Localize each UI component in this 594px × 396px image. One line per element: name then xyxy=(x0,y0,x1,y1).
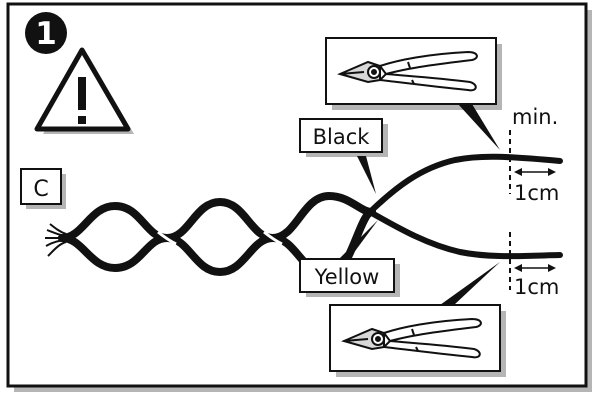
strip-length-bottom: 1cm xyxy=(514,275,559,299)
yellow-label-pointer xyxy=(340,220,378,258)
cutter-top-pointer xyxy=(458,104,500,150)
yellow-wire xyxy=(367,209,563,260)
min-label: min. xyxy=(512,105,558,129)
cutter-bottom-pointer xyxy=(440,262,500,305)
black-label-pointer xyxy=(357,156,376,194)
twist-crossings xyxy=(157,230,283,246)
strip-length-top: 1cm xyxy=(514,181,559,205)
cutter-box-top xyxy=(325,37,502,110)
connector-label: C xyxy=(20,168,66,209)
step-badge: 1 xyxy=(25,12,67,54)
wire-cutter-icon xyxy=(341,317,482,359)
strip-length-arrow-bottom xyxy=(514,264,556,272)
warning-triangle-icon xyxy=(34,47,134,134)
connector-label-text: C xyxy=(33,177,48,202)
yellow-wire-label-text: Yellow xyxy=(314,265,380,289)
cutter-box-bottom xyxy=(329,304,506,377)
black-wire-label-text: Black xyxy=(313,125,371,149)
black-wire-label: Black xyxy=(299,118,388,157)
black-wire xyxy=(367,153,563,215)
yellow-wire-label: Yellow xyxy=(299,258,400,297)
wire-cutter-icon xyxy=(337,50,478,92)
twisted-wire-strand-black xyxy=(58,191,376,243)
strip-length-arrow-top xyxy=(514,168,556,176)
step-number: 1 xyxy=(35,16,57,52)
